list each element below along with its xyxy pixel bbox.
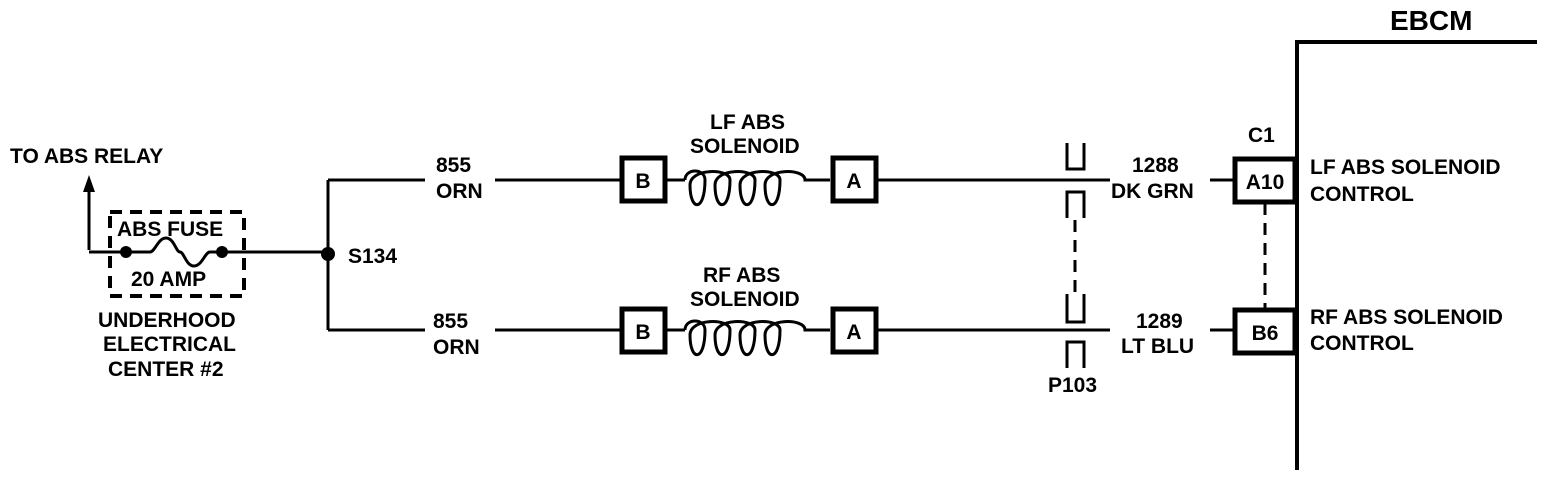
lf-solenoid-name-line2: SOLENOID	[690, 135, 800, 158]
rf-solenoid-pin-b	[619, 306, 668, 355]
ebcm-connector-label: C1	[1248, 124, 1275, 147]
relay-label: TO ABS RELAY	[10, 145, 163, 168]
fuse-location-line3: CENTER #2	[108, 358, 224, 381]
rf-control-function-line1: RF ABS SOLENOID	[1310, 306, 1503, 329]
fuse-location-line1: UNDERHOOD	[98, 309, 236, 332]
up-arrow-icon	[83, 175, 95, 192]
rf-control-function-line2: CONTROL	[1310, 332, 1414, 355]
fuse-rating: 20 AMP	[131, 268, 206, 291]
rf-pin-b-label: B	[635, 321, 650, 344]
ebcm-pin-a10-label: A10	[1246, 171, 1285, 194]
rf-control-color: LT BLU	[1121, 335, 1194, 358]
lf-solenoid-name-line1: LF ABS	[710, 111, 785, 134]
rf-solenoid-pin-a	[830, 306, 879, 355]
abs-relay-feed: TO ABS RELAY	[10, 145, 163, 250]
fuse-element-icon	[126, 236, 222, 268]
lf-circuit: 855 ORN LF ABS SOLENOID B A 1288 DK GRN …	[328, 111, 1501, 207]
fuse-block-outline	[108, 210, 246, 298]
rf-coil-icon	[683, 319, 830, 357]
ebcm-pin-b6	[1232, 307, 1298, 356]
ebcm-title: EBCM	[1390, 5, 1472, 36]
rf-solenoid-name-line1: RF ABS	[703, 264, 780, 287]
ebcm-pin-b6-label: B6	[1252, 322, 1279, 345]
lf-control-number: 1288	[1132, 154, 1179, 177]
p103-label: P103	[1048, 374, 1097, 397]
rf-feed-number: 855	[433, 310, 468, 333]
fuse-name: ABS FUSE	[117, 218, 223, 241]
abs-fuse: ABS FUSE 20 AMP UNDERHOOD ELECTRICAL CEN…	[89, 210, 328, 381]
rf-pin-a-label: A	[846, 321, 861, 344]
lf-feed-color: ORN	[436, 180, 483, 203]
lf-control-color: DK GRN	[1111, 180, 1194, 203]
splice-s134: S134	[321, 180, 397, 330]
rf-feed-color: ORN	[433, 336, 480, 359]
splice-dot	[321, 247, 335, 261]
splice-label: S134	[348, 245, 397, 268]
lf-control-function-line2: CONTROL	[1310, 183, 1414, 206]
ebcm-pin-a10	[1232, 156, 1298, 205]
lf-coil-icon	[683, 169, 830, 207]
lf-pin-a-label: A	[846, 170, 861, 193]
ebcm-module: EBCM C1	[1248, 5, 1537, 470]
p103-rf-female-half	[1065, 294, 1086, 324]
rf-solenoid-name-line2: SOLENOID	[690, 288, 800, 311]
p103-lf-male-half	[1065, 190, 1086, 218]
lf-feed-number: 855	[436, 154, 471, 177]
rf-control-number: 1289	[1136, 310, 1183, 333]
p103-lf-female-half	[1065, 143, 1086, 171]
p103-rf-male-half	[1065, 340, 1086, 368]
lf-pin-b-label: B	[635, 170, 650, 193]
fuse-location-line2: ELECTRICAL	[103, 333, 236, 356]
lf-control-function-line1: LF ABS SOLENOID	[1310, 156, 1501, 179]
inline-connector-p103: P103	[1048, 143, 1097, 397]
rf-circuit: 855 ORN RF ABS SOLENOID B A 1289 LT BLU …	[328, 264, 1503, 359]
